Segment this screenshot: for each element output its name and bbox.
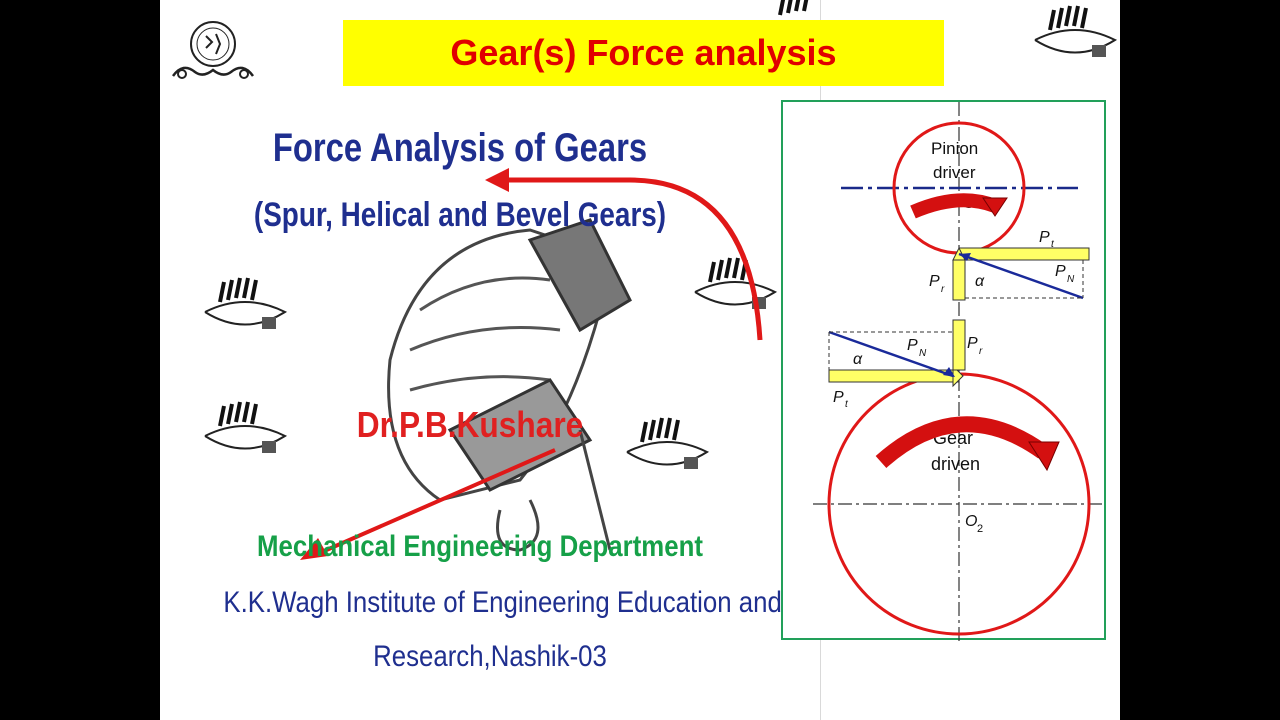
cover-subheading: (Spur, Helical and Bevel Gears) bbox=[253, 196, 667, 234]
right-hand-rule-illustration bbox=[300, 168, 763, 560]
worm-gear-icon bbox=[1034, 5, 1118, 57]
gear-label: driven bbox=[931, 454, 980, 474]
pt-label: P bbox=[1039, 229, 1050, 246]
worm-gear-icon bbox=[778, 0, 809, 16]
slide: Gear(s) Force analysis bbox=[160, 0, 1120, 720]
pn-sub: N bbox=[919, 348, 927, 359]
slide-title: Gear(s) Force analysis bbox=[450, 32, 837, 73]
title-banner: Gear(s) Force analysis bbox=[343, 20, 944, 86]
pt-label: P bbox=[833, 389, 844, 406]
author-name: Dr.P.B.Kushare bbox=[356, 404, 584, 445]
pr-sub: r bbox=[979, 346, 983, 357]
pinion-label: Pinion bbox=[931, 139, 978, 158]
pt-sub: t bbox=[845, 399, 849, 410]
pr-label: P bbox=[929, 273, 940, 290]
alpha-label: α bbox=[975, 273, 985, 290]
pr-label: P bbox=[967, 335, 978, 352]
gear-center-label: O bbox=[965, 513, 977, 530]
gear-center-sub: 2 bbox=[977, 523, 983, 535]
college-logo-icon bbox=[171, 21, 255, 79]
pinion-label: driver bbox=[933, 163, 976, 182]
worm-gear-icon bbox=[204, 401, 288, 453]
cover-heading: Force Analysis of Gears bbox=[272, 126, 648, 170]
institute-line-2: Research,Nashik-03 bbox=[373, 640, 607, 673]
pr-sub: r bbox=[941, 284, 945, 295]
worm-gear-icon bbox=[204, 277, 288, 329]
alpha-label: α bbox=[853, 351, 863, 368]
pt-sub: t bbox=[1051, 239, 1055, 250]
pn-label: P bbox=[1055, 263, 1066, 280]
pn-sub: N bbox=[1067, 274, 1075, 285]
force-diagram: Pinion driver O Gear driven O 2 P t P N bbox=[781, 100, 1106, 642]
worm-gear-icon bbox=[626, 417, 710, 469]
department-name: Mechanical Engineering Department bbox=[257, 530, 703, 563]
institute-line-1: K.K.Wagh Institute of Engineering Educat… bbox=[223, 586, 782, 619]
gear-force-diagram-svg: Pinion driver O Gear driven O 2 P t P N bbox=[813, 102, 1103, 642]
pn-label: P bbox=[907, 337, 918, 354]
